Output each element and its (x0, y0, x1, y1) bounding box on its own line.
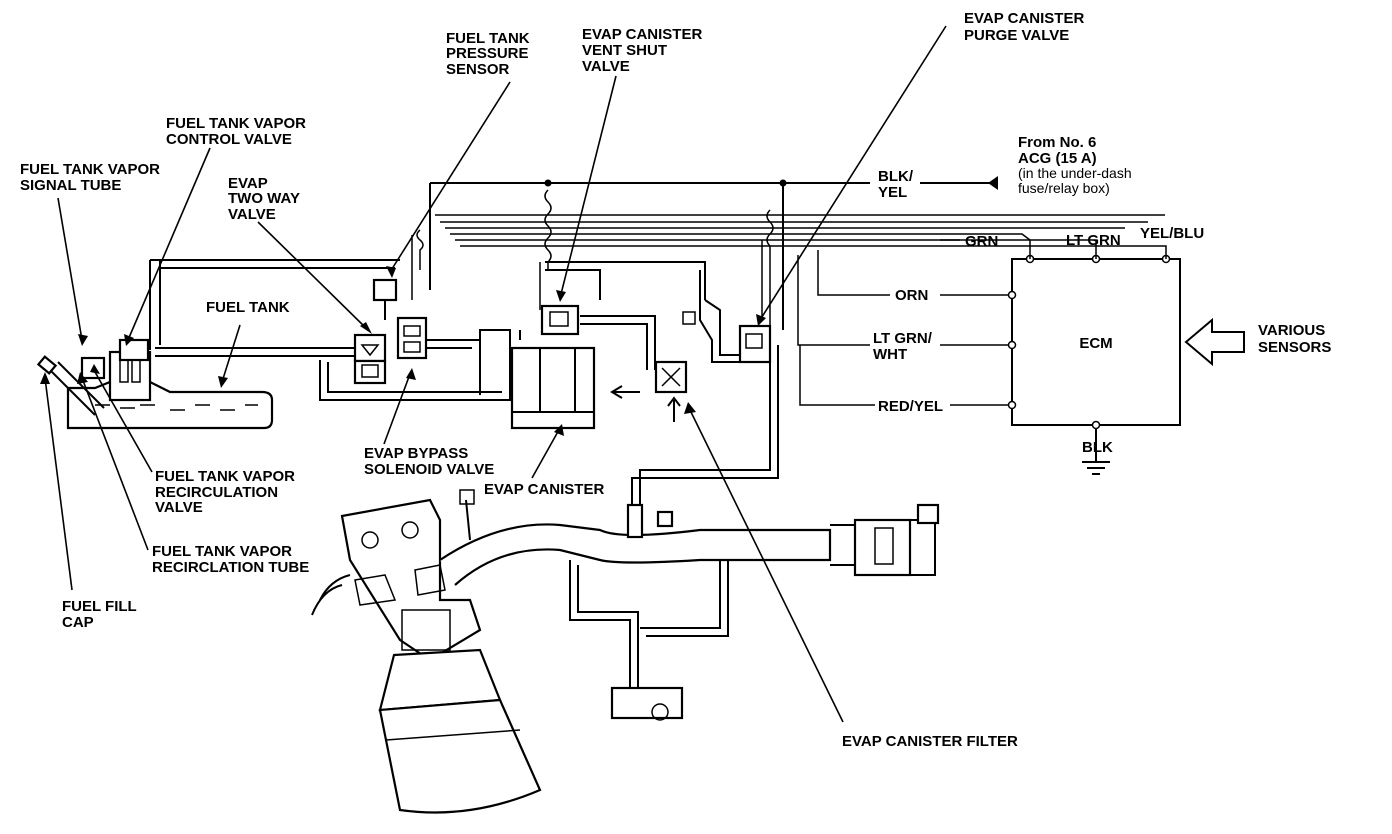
label-vent-shut-valve-2: VENT SHUT (582, 42, 667, 59)
ecm-label: ECM (1079, 335, 1112, 352)
label-recirculation-tube-1: FUEL TANK VAPOR (152, 543, 292, 560)
ecm-terminal-red-yel (1007, 400, 1017, 410)
label-vapor-control-valve-1: FUEL TANK VAPOR (166, 115, 306, 132)
wire-label-grn: GRN (965, 233, 998, 250)
ecm-terminal-blk (1091, 420, 1101, 430)
power-source-line2: ACG (15 A) (1018, 150, 1097, 167)
wire-label-lt-grn: LT GRN (1066, 232, 1121, 249)
label-fuel-fill-cap-1: FUEL FILL (62, 598, 137, 615)
wiring-harness (411, 176, 1167, 406)
leader-lines (40, 25, 947, 723)
label-vapor-signal-tube-2: SIGNAL TUBE (20, 177, 121, 194)
evap-canister-purge-valve-shape (738, 324, 772, 364)
label-fuel-fill-cap-2: CAP (62, 614, 94, 631)
fuel-tank-pressure-sensor-shape (372, 278, 398, 320)
wire-label-blk-yel-1: BLK/ (878, 168, 914, 185)
power-source-note: From No. 6 ACG (15 A) (in the under-dash… (1018, 134, 1132, 196)
label-recirculation-valve-1: FUEL TANK VAPOR (155, 468, 295, 485)
various-sensors-arrow (1184, 317, 1245, 367)
label-various-sensors-2: SENSORS (1258, 339, 1331, 356)
label-bypass-solenoid-2: SOLENOID VALVE (364, 461, 494, 478)
power-source-line3: (in the under-dash (1018, 165, 1132, 181)
ground-symbol (1082, 429, 1110, 475)
wire-label-lt-grn-wht-2: WHT (873, 346, 907, 363)
label-two-way-valve-1: EVAP (228, 175, 268, 192)
wire-label-orn: ORN (895, 287, 928, 304)
ecm-terminal-lt-grn-wht (1007, 340, 1017, 350)
evap-two-way-valve-shape (353, 333, 387, 385)
label-purge-valve-2: PURGE VALVE (964, 27, 1069, 44)
wire-color-labels: BLK/ YEL GRN LT GRN YEL/BLU ORN LT GRN/ … (873, 168, 1204, 456)
label-fuel-tank-pressure-sensor-2: PRESSURE (446, 45, 529, 62)
evap-canister-filter-shape (654, 311, 696, 422)
evap-bypass-solenoid-valve-shape (396, 316, 428, 360)
power-source-line4: fuse/relay box) (1018, 180, 1110, 196)
label-various-sensors-1: VARIOUS (1258, 322, 1325, 339)
label-recirculation-tube-2: RECIRCLATION TUBE (152, 559, 309, 576)
fuel-fill-cap-shape (36, 355, 58, 375)
label-recirculation-valve-3: VALVE (155, 499, 203, 516)
label-fuel-tank: FUEL TANK (206, 299, 290, 316)
power-source-line1: From No. 6 (1018, 134, 1096, 151)
label-fuel-tank-pressure-sensor-3: SENSOR (446, 61, 510, 78)
ecm-terminal-orn (1007, 290, 1017, 300)
wire-label-red-yel: RED/YEL (878, 398, 943, 415)
wire-label-blk-yel-2: YEL (878, 184, 907, 201)
label-purge-valve-1: EVAP CANISTER (964, 10, 1084, 27)
wire-label-lt-grn-wht-1: LT GRN/ (873, 330, 933, 347)
label-vent-shut-valve-3: VALVE (582, 58, 630, 75)
label-vapor-control-valve-2: CONTROL VALVE (166, 131, 292, 148)
evap-canister-shape (510, 346, 596, 430)
label-recirculation-valve-2: RECIRCULATION (155, 484, 278, 501)
label-canister-filter: EVAP CANISTER FILTER (842, 733, 1018, 750)
component-labels: FUEL TANK PRESSURE SENSOR EVAP CANISTER … (20, 10, 1331, 750)
label-fuel-tank-pressure-sensor-1: FUEL TANK (446, 30, 530, 47)
label-bypass-solenoid-1: EVAP BYPASS (364, 445, 468, 462)
label-two-way-valve-2: TWO WAY (228, 190, 300, 207)
evap-canister-vent-shut-valve-shape (540, 304, 580, 336)
ecm-box: ECM (1007, 254, 1181, 430)
fuel-tank (36, 338, 274, 430)
label-vent-shut-valve-1: EVAP CANISTER (582, 26, 702, 43)
label-two-way-valve-3: VALVE (228, 206, 276, 223)
label-evap-canister: EVAP CANISTER (484, 481, 604, 498)
wire-label-blk: BLK (1082, 439, 1113, 456)
engine-illustration (311, 489, 940, 814)
label-vapor-signal-tube-1: FUEL TANK VAPOR (20, 161, 160, 178)
wire-label-yel-blu: YEL/BLU (1140, 225, 1204, 242)
